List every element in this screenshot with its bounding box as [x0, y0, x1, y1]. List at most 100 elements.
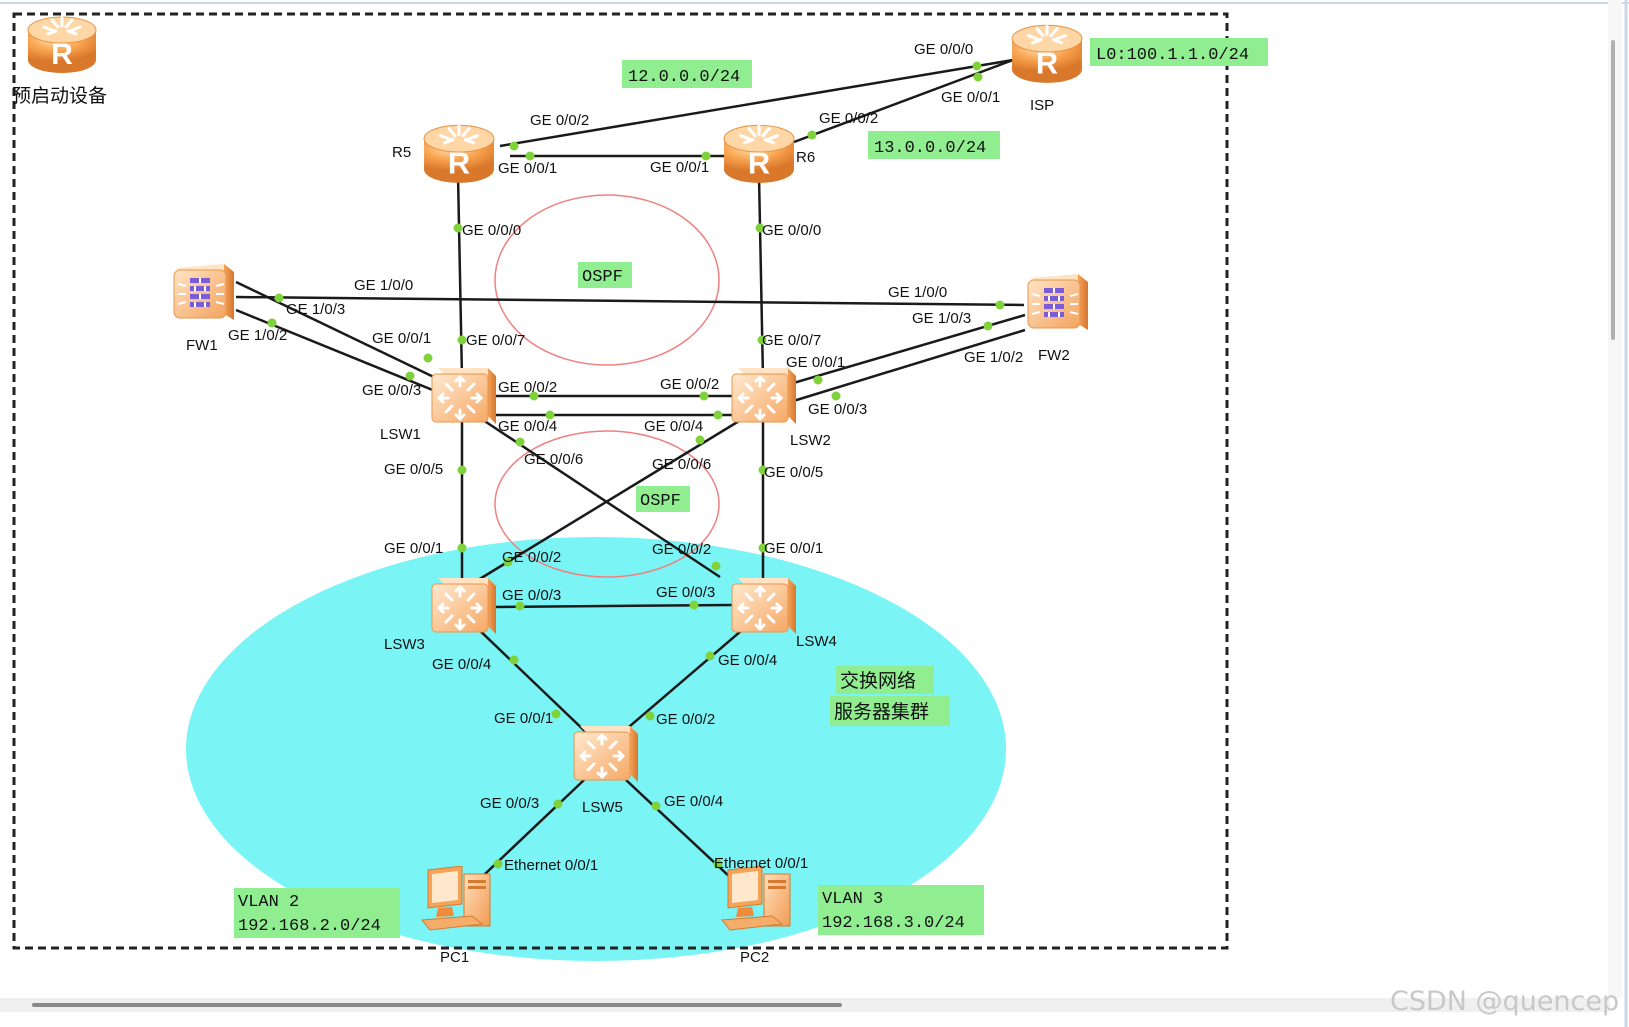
- link-lsw4-lsw5: [615, 624, 749, 739]
- port-label: GE 0/0/1: [786, 354, 845, 371]
- tag-box: [830, 696, 950, 726]
- port-label: GE 0/0/4: [718, 652, 777, 669]
- cluster-line2-tag: 服务器集群: [834, 701, 929, 723]
- r6-label: R6: [796, 149, 815, 166]
- port-label: GE 0/0/1: [764, 540, 823, 557]
- port-dots: [267, 61, 1005, 869]
- lsw2-switch-icon[interactable]: [730, 366, 798, 426]
- device-boundary: [12, 12, 1229, 950]
- tag-box: [578, 262, 632, 288]
- port-label: GE 0/0/4: [498, 418, 557, 435]
- port-label: GE 0/0/6: [652, 456, 711, 473]
- r6-router-icon[interactable]: [722, 123, 796, 184]
- port-label: GE 0/0/4: [644, 418, 703, 435]
- r5-label: R5: [392, 144, 411, 161]
- horizontal-scrollbar-thumb[interactable]: [32, 1003, 842, 1007]
- port-label: GE 0/0/2: [660, 376, 719, 393]
- pc1-label: PC1: [440, 949, 469, 966]
- port-label: GE 0/0/1: [384, 540, 443, 557]
- vlan3-subnet-tag: 192.168.3.0/24: [822, 914, 965, 933]
- isp-router-icon[interactable]: [1010, 23, 1084, 84]
- fw2-firewall-icon[interactable]: [1027, 273, 1089, 331]
- isp-label: ISP: [1030, 97, 1054, 114]
- vertical-scrollbar-thumb[interactable]: [1611, 40, 1615, 340]
- port-label: GE 0/0/2: [819, 110, 878, 127]
- port-label: GE 0/0/0: [462, 222, 521, 239]
- fw2-label: FW2: [1038, 347, 1070, 364]
- port-label: Ethernet 0/0/1: [714, 855, 808, 872]
- link-fw1-fw2: [235, 295, 1025, 307]
- vlan3-name-tag: VLAN 3: [822, 890, 883, 909]
- lsw3-switch-icon[interactable]: [430, 576, 498, 636]
- watermark-text: CSDN @quencep: [1390, 986, 1619, 1017]
- port-label: GE 0/0/3: [362, 382, 421, 399]
- lsw3-label: LSW3: [384, 636, 425, 653]
- port-label: GE 1/0/3: [912, 310, 971, 327]
- tag-box: [818, 885, 984, 935]
- port-label: GE 0/0/3: [656, 584, 715, 601]
- port-label: GE 0/0/3: [480, 795, 539, 812]
- port-label: GE 0/0/4: [664, 793, 723, 810]
- link-lsw3-lsw5: [473, 624, 593, 739]
- link-fw1-lsw1-a: [235, 280, 441, 382]
- ospf-bottom-tag: OSPF: [640, 492, 681, 511]
- port-label: GE 1/0/3: [286, 301, 345, 318]
- tag-box: [622, 60, 752, 88]
- pre-start-device-label: 预启动设备: [12, 85, 107, 107]
- link-lsw5-pc1: [465, 779, 585, 893]
- pc1-icon[interactable]: [421, 866, 491, 931]
- ospf-top-tag: OSPF: [582, 268, 623, 287]
- port-label: GE 0/0/0: [914, 41, 973, 58]
- cluster-line1-tag: 交换网络: [840, 670, 916, 692]
- pc2-icon[interactable]: [721, 866, 791, 931]
- fw1-firewall-icon[interactable]: [173, 263, 235, 321]
- net12-tag: 12.0.0.0/24: [628, 68, 740, 87]
- net13-tag: 13.0.0.0/24: [874, 139, 986, 158]
- tag-box: [868, 131, 1000, 159]
- network-tags: 12.0.0.0/24 13.0.0.0/24 L0:100.1.1.0/24 …: [234, 38, 1268, 938]
- port-label: GE 0/0/6: [524, 451, 583, 468]
- port-label: GE 0/0/1: [372, 330, 431, 347]
- port-label: GE 0/0/0: [762, 222, 821, 239]
- port-label: GE 0/0/2: [652, 541, 711, 558]
- link-lsw2-lsw3: [477, 416, 745, 582]
- link-lsw5-pc2: [625, 779, 747, 893]
- port-label: Ethernet 0/0/1: [504, 857, 598, 874]
- port-label: GE 0/0/7: [466, 332, 525, 349]
- pc2-label: PC2: [740, 949, 769, 966]
- port-label: GE 0/0/1: [494, 710, 553, 727]
- port-label: GE 0/0/3: [808, 401, 867, 418]
- port-label: GE 0/0/7: [762, 332, 821, 349]
- vlan2-name-tag: VLAN 2: [238, 893, 299, 912]
- lsw1-label: LSW1: [380, 426, 421, 443]
- tag-box: [1090, 38, 1268, 66]
- port-label: GE 0/0/5: [764, 464, 823, 481]
- port-label: GE 0/0/2: [656, 711, 715, 728]
- port-label: GE 0/0/1: [498, 160, 557, 177]
- lsw5-switch-icon[interactable]: [572, 724, 640, 784]
- loopback-tag: L0:100.1.1.0/24: [1096, 46, 1249, 65]
- port-label: GE 0/0/2: [502, 549, 561, 566]
- lsw1-switch-icon[interactable]: [430, 366, 498, 426]
- vlan2-subnet-tag: 192.168.2.0/24: [238, 917, 381, 936]
- lsw5-label: LSW5: [582, 799, 623, 816]
- port-label: GE 1/0/0: [888, 284, 947, 301]
- port-label: GE 1/0/2: [228, 327, 287, 344]
- r5-router-icon[interactable]: [422, 123, 496, 184]
- ospf-area-bottom: [494, 430, 720, 578]
- lsw4-label: LSW4: [796, 633, 837, 650]
- link-fw2-lsw2-b: [789, 328, 1026, 404]
- lsw4-switch-icon[interactable]: [730, 576, 798, 636]
- tag-box: [636, 486, 690, 512]
- pre-start-router-icon[interactable]: [26, 15, 98, 74]
- port-label: GE 0/0/4: [432, 656, 491, 673]
- port-label: GE 1/0/0: [354, 277, 413, 294]
- port-label: GE 0/0/2: [498, 379, 557, 396]
- tag-box: [836, 666, 934, 694]
- ospf-area-top: [494, 194, 720, 366]
- port-label: GE 0/0/2: [530, 112, 589, 129]
- port-label: GE 0/0/5: [384, 461, 443, 478]
- tag-box: [234, 888, 400, 938]
